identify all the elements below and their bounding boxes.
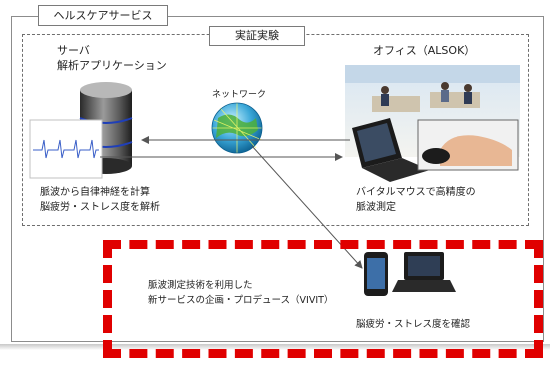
- healthcare-service-label: ヘルスケアサービス: [38, 5, 168, 26]
- office-title: オフィス（ALSOK）: [373, 44, 476, 57]
- healthcare-service-frame: [11, 16, 544, 342]
- laptop-icon: [392, 252, 456, 292]
- smartphone-icon: [364, 252, 388, 296]
- vivit-highlight-frame: [103, 240, 543, 358]
- server-caption-line2: 脳疲労・ストレス度を解析: [40, 202, 160, 213]
- vivit-caption-line1: 脈波測定技術を利用した: [148, 280, 253, 291]
- pulse-wave-chart-icon: [29, 119, 103, 179]
- vivit-caption-line2: 新サービスの企画・プロデュース（VIVIT）: [148, 295, 334, 306]
- office-caption-line1: バイタルマウスで高精度の: [356, 187, 476, 198]
- server-subtitle: 解析アプリケーション: [57, 59, 167, 72]
- office-caption-line2: 脈波測定: [356, 202, 396, 213]
- network-globe-icon: [211, 102, 263, 154]
- office-photo: [345, 65, 520, 182]
- server-title: サーバ: [57, 44, 90, 57]
- device-caption: 脳疲労・ストレス度を確認: [356, 319, 471, 330]
- bottom-shadow: [0, 344, 550, 350]
- network-label: ネットワーク: [212, 90, 267, 100]
- server-caption-line1: 脈波から自律神経を計算: [40, 187, 150, 198]
- demonstration-label: 実証実験: [209, 26, 305, 46]
